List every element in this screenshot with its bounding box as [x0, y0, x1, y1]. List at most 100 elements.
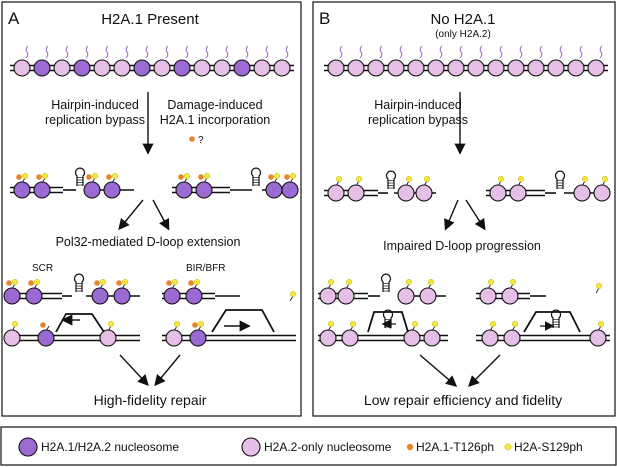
histone-tail	[25, 45, 29, 59]
h2a2-nucleosome	[487, 59, 505, 77]
phospho-t126-mark	[178, 174, 184, 180]
phospho-s129-mark	[107, 321, 114, 328]
h2a2-nucleosome	[567, 59, 585, 77]
panel-b-letter: B	[319, 9, 330, 28]
phospho-s129-mark	[11, 321, 18, 328]
h2a1-nucleosome	[33, 181, 51, 199]
h2a1-nucleosome	[37, 329, 55, 347]
phospho-s129-mark	[42, 172, 49, 179]
phospho-s129-mark	[518, 175, 525, 182]
h2a2-nucleosome	[153, 59, 171, 77]
histone-tail	[439, 45, 443, 59]
phospho-t126-mark	[40, 322, 46, 328]
phospho-t126-mark	[198, 174, 204, 180]
h2a2-nucleosome	[327, 59, 345, 77]
phospho-s129-mark	[510, 279, 517, 286]
h2a2-nucleosome	[423, 329, 441, 347]
phospho-s129-mark	[346, 279, 353, 286]
h2a2-nucleosome	[347, 184, 365, 202]
phospho-s129-mark	[193, 279, 200, 286]
phospho-s129-mark	[111, 172, 118, 179]
h2a2-nucleosome	[53, 59, 71, 77]
phospho-s129-mark	[582, 175, 589, 182]
h2a1-nucleosome	[185, 287, 203, 305]
histone-tail	[379, 45, 383, 59]
panel-b-step-2: replication bypass	[368, 113, 468, 127]
panel-b-frame	[312, 1, 616, 417]
panel-a-frame	[1, 1, 302, 417]
phospho-s129-mark	[350, 321, 357, 328]
legend-yellow-dot	[504, 443, 512, 451]
phospho-t126-mark	[106, 174, 112, 180]
h2a2-nucleosome	[273, 59, 291, 77]
phospho-s129-mark	[121, 279, 128, 286]
h2a2-nucleosome	[419, 287, 437, 305]
phospho-s129-mark	[203, 172, 210, 179]
histone-tail	[205, 45, 209, 59]
histone-tail	[339, 45, 343, 59]
h2a1-nucleosome	[3, 287, 21, 305]
phospho-s129-mark	[512, 321, 519, 328]
panel-a-right-step-1: Damage-induced	[167, 98, 262, 112]
histone-tail	[165, 45, 169, 59]
h2a2-nucleosome	[479, 287, 497, 305]
h2a2-nucleosome	[213, 59, 231, 77]
h2a2-nucleosome	[447, 59, 465, 77]
h2a2-nucleosome	[241, 437, 261, 457]
histone-tail	[85, 45, 89, 59]
legend-frame	[0, 426, 617, 466]
arrow-a-right	[152, 199, 170, 231]
phospho-t126-mark	[16, 174, 22, 180]
dna-hairpin	[74, 167, 86, 186]
dna-hairpin	[250, 167, 262, 186]
arrow-a-left	[118, 199, 144, 231]
phospho-t126-mark	[94, 280, 100, 286]
h2a2-nucleosome	[319, 329, 337, 347]
panel-a-bir-label: BIR/BFR	[186, 263, 225, 274]
panel-b-step-1: Hairpin-induced	[374, 98, 462, 112]
histone-tail	[599, 45, 603, 59]
h2a1-nucleosome	[18, 437, 38, 457]
phospho-s129-mark	[99, 279, 106, 286]
phospho-s129-mark	[406, 175, 413, 182]
legend-purple-label: H2A.1/H2A.2 nucleosome	[41, 440, 179, 454]
phospho-s129-mark	[328, 279, 335, 286]
histone-tail	[285, 45, 289, 59]
h2a2-nucleosome	[341, 329, 359, 347]
dna-hairpin	[550, 309, 562, 328]
histone-tail	[419, 45, 423, 59]
h2a2-nucleosome	[403, 329, 421, 347]
h2a1-nucleosome	[91, 287, 109, 305]
histone-tail	[459, 45, 463, 59]
h2a2-nucleosome	[527, 59, 545, 77]
h2a2-nucleosome	[253, 59, 271, 77]
d-loop-strand	[211, 309, 275, 333]
h2a2-nucleosome	[467, 59, 485, 77]
h2a1-nucleosome	[33, 59, 51, 77]
histone-tail	[65, 45, 69, 59]
h2a1-nucleosome	[25, 287, 43, 305]
phospho-s129-mark	[34, 279, 41, 286]
phospho-t126-mark	[188, 280, 194, 286]
h2a2-nucleosome	[507, 59, 525, 77]
panel-b-title: No H2A.1	[430, 11, 495, 28]
histone-tail	[479, 45, 483, 59]
panel-a-outcome: High-fidelity repair	[94, 392, 207, 408]
phospho-s129-mark	[356, 175, 363, 182]
d-loop-strand	[55, 313, 105, 333]
panel-b-middle: Impaired D-loop progression	[383, 239, 541, 253]
legend-pink-label: H2A.2-only nucleosome	[264, 440, 392, 454]
h2a1-nucleosome	[73, 59, 91, 77]
h2a1-nucleosome	[163, 287, 181, 305]
histone-tail	[245, 45, 249, 59]
phospho-t126-mark	[189, 136, 195, 142]
panel-a-letter: A	[8, 9, 20, 28]
phospho-s129-mark	[290, 172, 297, 179]
phospho-s129-mark	[11, 279, 18, 286]
phospho-s129-mark	[424, 175, 431, 182]
h2a2-nucleosome	[427, 59, 445, 77]
phospho-t126-mark	[284, 174, 290, 180]
h2a2-nucleosome	[99, 329, 117, 347]
